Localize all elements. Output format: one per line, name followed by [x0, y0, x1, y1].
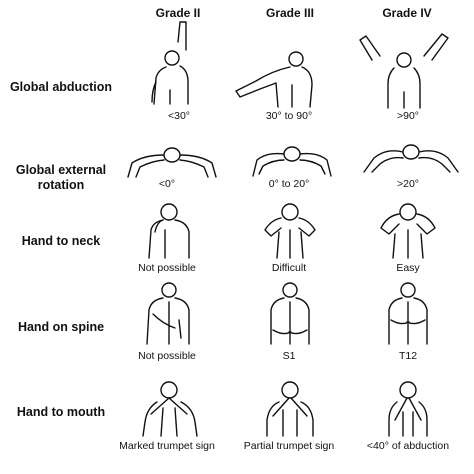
caption-abduction-grade-iii: 30° to 90° — [265, 110, 313, 122]
external-rotation-grade-iv-figure — [363, 144, 459, 173]
abduction-grade-iv-figure — [359, 33, 449, 109]
caption-hand-to-neck-grade-ii: Not possible — [138, 262, 196, 274]
caption-hand-on-spine-grade-iii: S1 — [282, 350, 296, 362]
row-label-hand-to-neck: Hand to neck — [21, 234, 101, 248]
hand-to-neck-grade-ii-figure — [148, 203, 190, 259]
hand-to-neck-grade-iii-figure — [264, 203, 316, 259]
caption-external-rotation-grade-iv: >20° — [396, 178, 419, 190]
grade-iii-header: Grade III — [265, 6, 315, 20]
caption-hand-to-neck-grade-iii: Difficult — [271, 262, 307, 274]
caption-hand-to-mouth-grade-iv: <40° of abduction — [366, 440, 450, 452]
hand-on-spine-grade-iv-figure — [388, 282, 428, 345]
hand-to-mouth-grade-ii-figure — [142, 381, 198, 437]
caption-external-rotation-grade-iii: 0° to 20° — [268, 178, 310, 190]
hand-on-spine-grade-iii-figure — [270, 282, 310, 345]
row-label-hand-to-mouth: Hand to mouth — [16, 405, 106, 419]
external-rotation-grade-ii-figure — [127, 147, 217, 178]
caption-hand-on-spine-grade-iv: T12 — [398, 350, 418, 362]
hand-on-spine-grade-ii-figure — [146, 282, 190, 345]
caption-abduction-grade-iv: >90° — [396, 110, 419, 122]
grade-iv-header: Grade IV — [382, 6, 432, 20]
hand-to-mouth-grade-iii-figure — [266, 381, 314, 437]
abduction-grade-iii-figure — [235, 51, 313, 108]
caption-external-rotation-grade-ii: <0° — [158, 178, 176, 190]
grade-ii-header: Grade II — [155, 6, 201, 20]
caption-hand-to-neck-grade-iv: Easy — [396, 262, 420, 274]
row-label-hand-on-spine: Hand on spine — [17, 320, 105, 334]
row-label-global-external-rotation: Global external rotation — [15, 163, 107, 192]
caption-hand-on-spine-grade-ii: Not possible — [138, 350, 196, 362]
hand-to-mouth-grade-iv-figure — [388, 381, 428, 437]
caption-hand-to-mouth-grade-iii: Partial trumpet sign — [243, 440, 335, 452]
hand-to-neck-grade-iv-figure — [380, 203, 436, 259]
caption-hand-to-mouth-grade-ii: Marked trumpet sign — [119, 440, 215, 452]
abduction-grade-ii-figure — [151, 21, 189, 105]
row-label-global-abduction: Global abduction — [9, 80, 113, 94]
caption-abduction-grade-ii: <30° — [167, 110, 190, 122]
external-rotation-grade-iii-figure — [252, 146, 332, 177]
